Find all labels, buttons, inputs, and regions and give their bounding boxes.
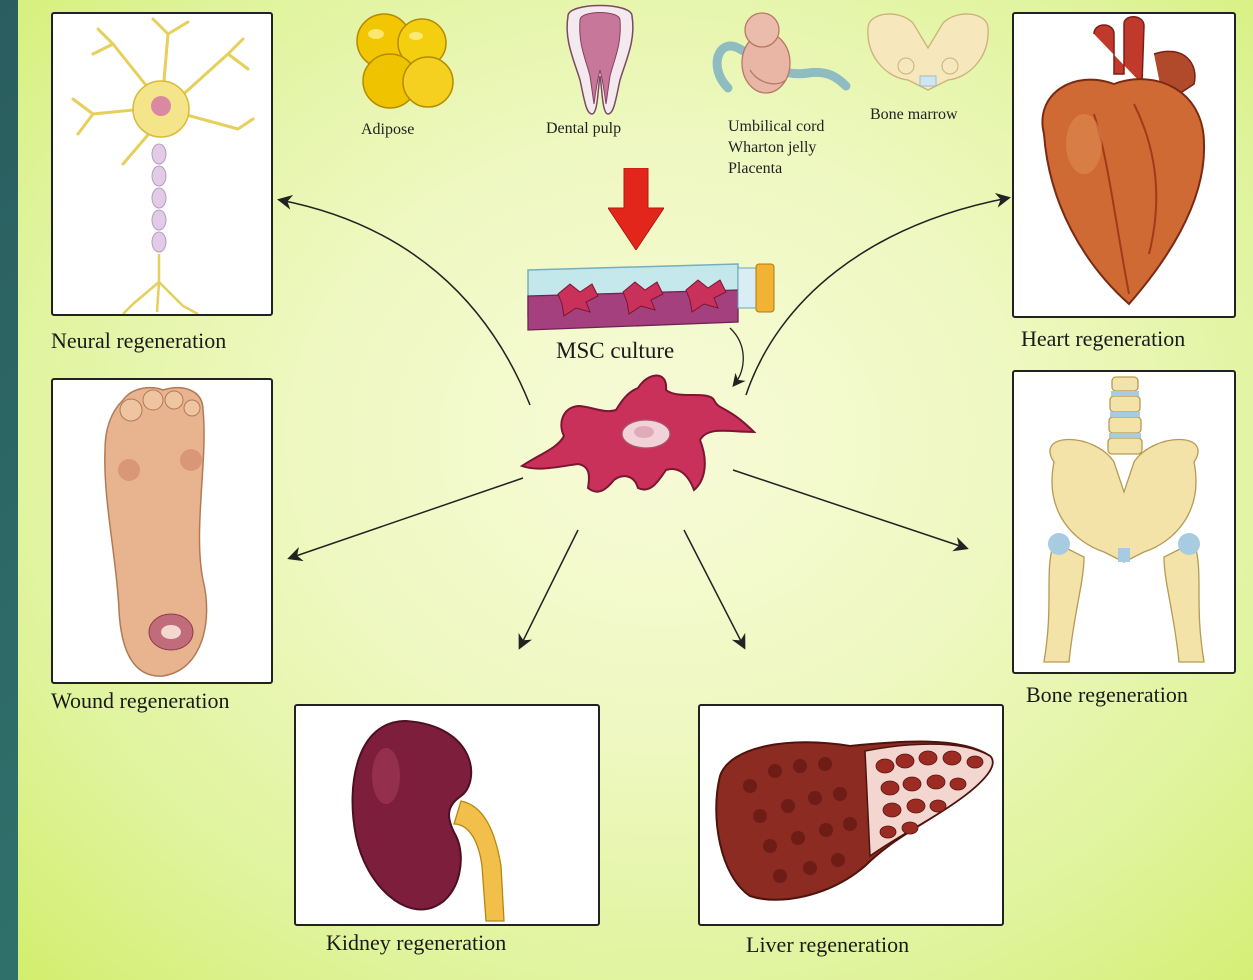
label-bone-regeneration: Bone regeneration	[1026, 682, 1188, 708]
arrow-to-kidney	[520, 530, 578, 647]
label-bone-marrow: Bone marrow	[870, 104, 958, 125]
label-neural-regeneration: Neural regeneration	[51, 328, 226, 354]
arrow-to-heart	[746, 198, 1008, 395]
label-umbilical-group: Umbilical cord Wharton jelly Placenta	[728, 116, 824, 179]
label-wharton-jelly: Wharton jelly	[728, 137, 824, 158]
diagram-panel: Adipose Dental pulp Umbilical cord Whart…	[18, 0, 1253, 980]
frame-bone	[1012, 370, 1236, 674]
msc-cell-icon	[518, 370, 758, 500]
label-msc-culture: MSC culture	[556, 338, 674, 364]
neuron-icon	[53, 14, 271, 314]
frame-kidney	[294, 704, 600, 926]
fetus-icon	[698, 8, 868, 113]
bone-pelvis-icon	[1014, 372, 1234, 672]
arrow-to-neural	[280, 200, 530, 405]
label-adipose: Adipose	[361, 119, 414, 140]
arrow-to-bone	[733, 470, 966, 548]
kidney-icon	[296, 706, 598, 924]
tooth-icon	[540, 0, 660, 120]
source-dental-pulp: Dental pulp	[540, 0, 660, 140]
arrow-to-liver	[684, 530, 744, 647]
frame-wound	[51, 378, 273, 684]
source-adipose: Adipose	[336, 6, 466, 146]
arrow-to-wound	[290, 478, 523, 558]
frame-neural	[51, 12, 273, 316]
liver-icon	[700, 706, 1002, 924]
pelvis-icon	[858, 8, 998, 96]
foot-wound-icon	[53, 380, 271, 682]
label-umbilical-cord: Umbilical cord	[728, 116, 824, 137]
label-kidney-regeneration: Kidney regeneration	[326, 930, 506, 956]
label-dental-pulp: Dental pulp	[546, 118, 621, 139]
source-umbilical: Umbilical cord Wharton jelly Placenta	[698, 8, 868, 188]
source-bone-marrow: Bone marrow	[858, 8, 998, 138]
red-down-arrow-icon	[608, 168, 664, 250]
frame-heart	[1012, 12, 1236, 318]
msc-flask-icon	[518, 252, 783, 332]
label-placenta: Placenta	[728, 158, 824, 179]
heart-icon	[1014, 14, 1234, 316]
label-liver-regeneration: Liver regeneration	[746, 932, 909, 958]
adipose-icon	[336, 6, 466, 116]
frame-liver	[698, 704, 1004, 926]
label-wound-regeneration: Wound regeneration	[51, 688, 229, 714]
label-heart-regeneration: Heart regeneration	[1021, 326, 1185, 352]
